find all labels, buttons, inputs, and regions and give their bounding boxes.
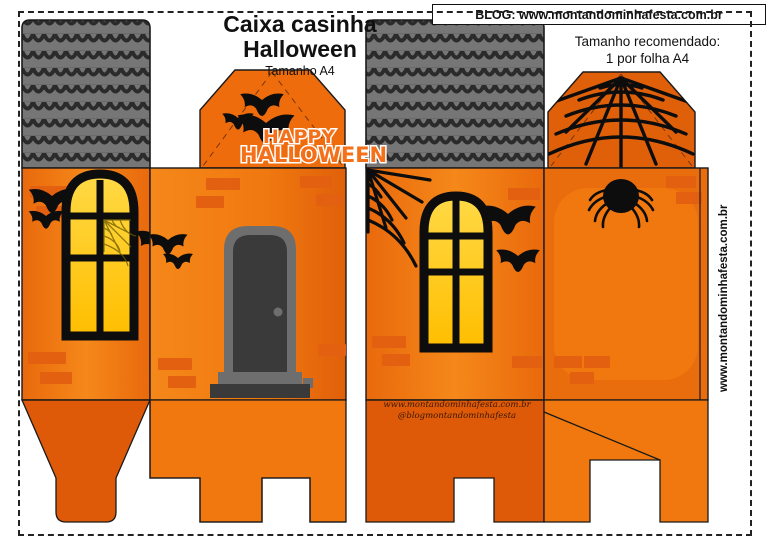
watermark: www.montandominhafesta.com.br @blogmonta… [372, 400, 542, 422]
tab-bottom-left [21, 399, 151, 523]
door [210, 226, 313, 398]
brick-decor [554, 176, 702, 384]
tab-bottom-second [149, 399, 347, 523]
panel-wall-side-right [543, 167, 709, 401]
watermark-handle: @blogmontandominhafesta [397, 411, 517, 421]
page-title: Caixa casinha Halloween Tamanho A4 [170, 11, 430, 79]
panel-gable-back [547, 71, 696, 196]
cobweb-icon [548, 76, 695, 168]
panel-wall-back-window [365, 167, 545, 401]
logo-line-2: HALLOWEEN [239, 143, 389, 167]
recommend-line-1: Tamanho recomendado: [574, 34, 721, 49]
watermark-site: www.montandominhafesta.com.br [383, 400, 531, 410]
logo-line-1: HAPPY [261, 126, 336, 148]
brick-decor [372, 188, 542, 368]
brick-decor [158, 176, 346, 388]
panel-roof-left [21, 19, 151, 169]
title-line-2: Halloween [243, 36, 357, 62]
door-knob [273, 307, 283, 317]
panel-wall-front-left [21, 167, 151, 401]
window-arched [61, 169, 139, 341]
window-arched [419, 191, 493, 353]
spider-icon [587, 179, 655, 229]
vertical-watermark: www.montandominhafesta.com.br [718, 204, 730, 392]
tab-bottom-right [543, 399, 709, 523]
size-recommendation: Tamanho recomendado: 1 por folha A4 [540, 33, 755, 67]
recommend-line-2: 1 por folha A4 [605, 51, 690, 66]
blog-banner: BLOG: www.montandominhafesta.com.br [432, 4, 766, 25]
panel-wall-front-door [149, 167, 347, 401]
title-line-1: Caixa casinha [223, 11, 377, 37]
title-subtitle: Tamanho A4 [265, 64, 335, 78]
blog-banner-text: BLOG: www.montandominhafesta.com.br [475, 7, 723, 22]
happy-halloween-logo: HAPPY HALLOWEEN [239, 126, 389, 167]
